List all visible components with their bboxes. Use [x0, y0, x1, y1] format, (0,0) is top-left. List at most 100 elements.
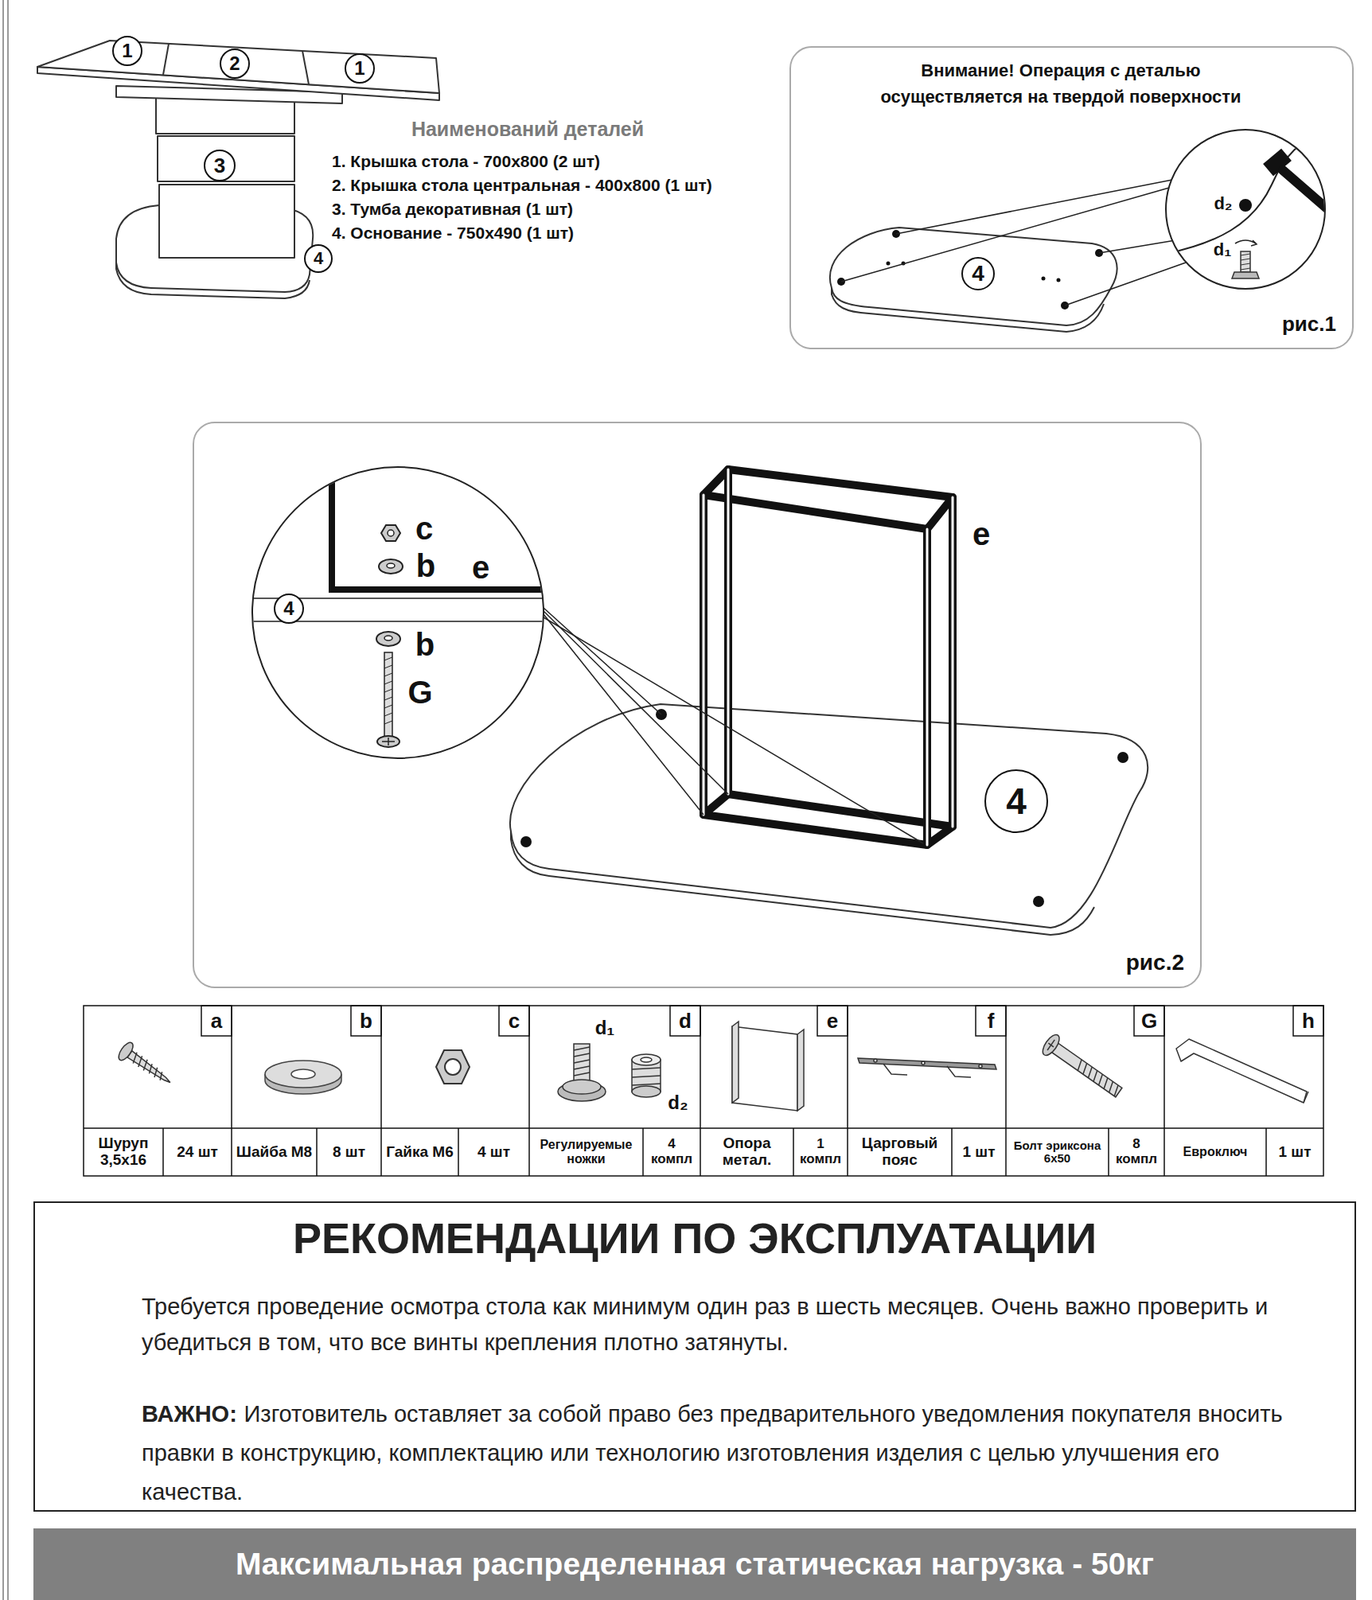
parts-table-grid	[498, 1005, 530, 1037]
magnifier-detail	[331, 461, 558, 590]
adjustable-foot-icon	[631, 1067, 661, 1086]
table-illustration	[37, 40, 440, 94]
magnifier-detail	[381, 737, 395, 746]
callout-number: 4	[1005, 783, 1027, 820]
screw-icon	[130, 1052, 166, 1083]
parts-table-grid	[83, 1005, 1324, 1177]
metal-frame	[703, 469, 953, 846]
callout-circle: 1	[112, 35, 143, 67]
callout-circle: 3	[203, 149, 236, 182]
callout-number: 2	[229, 54, 240, 74]
magnifier-detail	[378, 559, 403, 574]
section-title: РЕКОМЕНДАЦИИ ПО ЭКСПЛУАТАЦИИ	[35, 1212, 1355, 1265]
parts-table-grid	[1293, 1005, 1324, 1037]
magnifier-detail	[377, 736, 400, 748]
hole-dots	[1056, 278, 1061, 283]
table-tag: c	[498, 1005, 530, 1037]
parts-table-grid	[975, 1005, 1006, 1037]
metal-support-icon	[732, 1021, 739, 1104]
parts-list-item: 1. Крышка стола - 700х800 (2 шт)	[331, 152, 601, 171]
washer-icon	[265, 1060, 342, 1095]
hole-dots	[1117, 752, 1129, 764]
magnifier-detail	[381, 525, 401, 542]
magnifier-detail	[386, 563, 395, 569]
magnifier-detail	[1239, 198, 1252, 212]
table-cell: Шуруп 3,5х16	[83, 1128, 164, 1177]
callout-number: 4	[313, 249, 324, 268]
table-cell: Царговый пояс	[847, 1128, 952, 1177]
leader-line	[841, 187, 1170, 282]
apron-plate-icon	[857, 1058, 997, 1078]
adjustable-foot-icon	[573, 1044, 590, 1084]
leader-line	[1064, 262, 1186, 306]
parts-table-grid	[83, 1005, 1324, 1177]
apron-plate-icon	[873, 1059, 877, 1063]
body-text: Требуется проведение осмотра стола как м…	[141, 1289, 1307, 1361]
table-cell: 24 шт	[163, 1128, 232, 1177]
magnifier-detail	[376, 631, 401, 647]
magnifier-circle	[1165, 129, 1326, 289]
table-tag: d	[670, 1005, 701, 1037]
leader-line	[543, 614, 704, 815]
apron-plate-icon	[921, 1061, 925, 1065]
table-illustration	[157, 136, 295, 182]
callout-number: 1	[121, 41, 133, 61]
base-plate	[830, 227, 1118, 326]
parts-table-grid	[231, 1005, 1165, 1177]
leader-line	[543, 617, 924, 844]
nut-icon	[436, 1050, 470, 1084]
table-cell: 1 шт	[1266, 1128, 1324, 1177]
metal-frame	[703, 469, 953, 846]
figure-caption: рис.1	[1282, 311, 1337, 337]
leader-line	[543, 608, 924, 844]
figure-panel: Внимание! Операция с деталью осуществляе…	[789, 46, 1354, 350]
parts-table-grid	[817, 1005, 848, 1037]
parts-table-grid	[201, 1005, 232, 1037]
table-cell: 1 шт	[951, 1128, 1006, 1177]
table-illustration	[302, 50, 309, 85]
table-cell: Опора метал.	[700, 1128, 794, 1177]
callout-number: 4	[971, 262, 985, 285]
callout-number: 1	[354, 58, 365, 78]
table-cell: Регулируемые ножки	[529, 1128, 644, 1177]
parts-table-grid	[1134, 1005, 1165, 1037]
washer-icon	[265, 1060, 342, 1088]
magnifier-detail	[1240, 258, 1251, 261]
parts-list-item: 3. Тумба декоративная (1 шт)	[331, 199, 573, 219]
figure-panel: рис.244	[192, 421, 1202, 989]
hole-dots	[1032, 896, 1045, 908]
parts-table-grid	[350, 1005, 382, 1037]
bolt-icon	[1075, 1060, 1121, 1097]
body-text: Изготовитель оставляет за собой право бе…	[141, 1401, 1283, 1505]
table-illustration	[159, 184, 295, 258]
magnifier-detail	[1240, 268, 1251, 270]
leader-line	[841, 179, 1186, 306]
apron-plate-icon	[883, 1064, 971, 1078]
table-cell: 8 компл	[1108, 1128, 1165, 1177]
part-mark: d₁	[595, 1017, 616, 1039]
magnifier-detail	[1251, 240, 1257, 246]
important-label: ВАЖНО:	[141, 1401, 238, 1427]
part-mark: b	[415, 627, 435, 663]
table-cell: Болт эриксона 6х50	[1005, 1128, 1109, 1177]
table-tag: e	[817, 1005, 848, 1037]
figure-caption: рис.2	[1126, 950, 1185, 976]
bolt-icon	[1050, 1042, 1123, 1098]
magnifier-detail	[1231, 272, 1259, 279]
adjustable-foot-icon	[640, 1057, 652, 1063]
callout-circle: 2	[219, 48, 250, 79]
apron-plate-icon	[978, 1064, 983, 1068]
table-cell: Гайка М6	[381, 1128, 459, 1177]
hole-dots	[520, 709, 1129, 908]
magnifier-circle	[252, 467, 544, 759]
washer-icon	[291, 1069, 316, 1080]
magnifier-detail	[1161, 127, 1337, 255]
hole-dots	[837, 229, 1104, 310]
load-note: Максимальная распределенная статическая …	[235, 1547, 1154, 1583]
table-tag: f	[975, 1005, 1006, 1037]
table-cell: Шайба М8	[231, 1128, 317, 1177]
table-cell: 4 компл	[643, 1128, 701, 1177]
metal-support-icon	[797, 1029, 804, 1111]
part-mark: e	[471, 549, 490, 585]
